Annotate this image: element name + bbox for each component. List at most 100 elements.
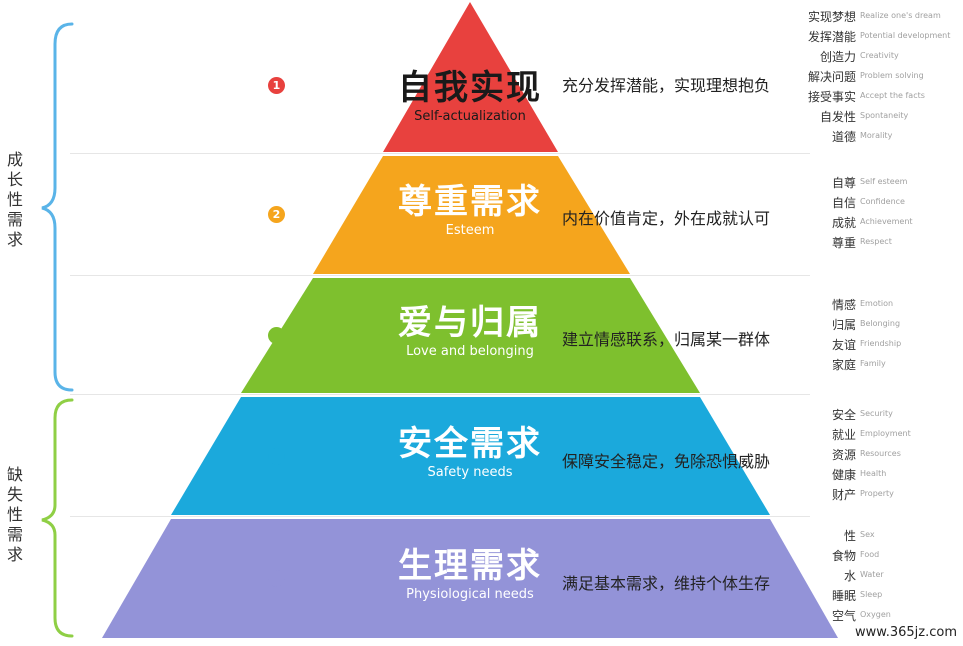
self-actualization-text: 自我实现 Self-actualization <box>340 68 600 126</box>
physiological-layer <box>102 519 838 638</box>
safety-layer <box>171 397 770 515</box>
need-item-english: Confidence <box>860 197 905 206</box>
need-item-english: Achievement <box>860 217 913 226</box>
layer-divider <box>70 516 810 517</box>
need-item-english: Potential development <box>860 31 951 40</box>
need-item: 尊重 Respect <box>800 234 960 254</box>
need-item-label: 成就 <box>831 216 856 230</box>
need-item-label: 资源 <box>831 448 856 462</box>
need-item: 空气 Oxygen <box>800 607 960 627</box>
need-item-label: 自信 <box>831 196 856 210</box>
need-item-english: Oxygen <box>860 610 891 619</box>
esteem-layer <box>313 156 630 274</box>
esteem-text: 尊重需求 Esteem <box>340 182 600 240</box>
need-item-label: 解决问题 <box>807 70 856 84</box>
need-item-label: 发挥潜能 <box>807 30 856 44</box>
growth-needs-label: 成长性需求 <box>6 150 23 249</box>
need-item: 财产 Property <box>800 486 960 506</box>
need-item-label: 睡眠 <box>831 589 856 603</box>
need-item-english: Realize one's dream <box>860 11 941 20</box>
need-item: 睡眠 Sleep <box>800 587 960 607</box>
deficiency-needs-label: 缺失性需求 <box>6 465 23 564</box>
need-item-english: Employment <box>860 429 911 438</box>
self-actualization-layer <box>383 2 558 152</box>
need-item-english: Family <box>860 359 886 368</box>
love-belonging-layer <box>241 278 700 393</box>
need-item: 友谊 Friendship <box>800 336 960 356</box>
layer-title: 安全需求 <box>398 424 542 464</box>
layer-divider <box>70 275 810 276</box>
layer-title: 爱与归属 <box>398 303 542 343</box>
layer-subtitle: Physiological needs <box>406 587 534 602</box>
need-item-label: 空气 <box>831 609 856 623</box>
safety-text: 安全需求 Safety needs <box>340 424 600 482</box>
need-item-label: 归属 <box>831 318 856 332</box>
need-item: 安全 Security <box>800 406 960 426</box>
need-item-english: Self esteem <box>860 177 908 186</box>
need-item-label: 创造力 <box>819 50 856 64</box>
layer-description: 充分发挥潜能，实现理想抱负 <box>562 76 771 95</box>
need-item-english: Accept the facts <box>860 91 925 100</box>
need-item-label: 友谊 <box>831 338 856 352</box>
need-item-english: Water <box>860 570 884 579</box>
layer-subtitle: Love and belonging <box>406 344 534 359</box>
need-item: 自尊 Self esteem <box>800 174 960 194</box>
physiological-text: 生理需求 Physiological needs <box>340 546 600 604</box>
need-item-label: 自尊 <box>831 176 856 190</box>
need-item-english: Property <box>860 489 894 498</box>
need-item: 资源 Resources <box>800 446 960 466</box>
need-item: 食物 Food <box>800 547 960 567</box>
layer-marker-dot <box>268 570 285 587</box>
watermark: www.365jz.com <box>855 625 957 640</box>
need-item-english: Spontaneity <box>860 111 909 120</box>
need-item: 创造力 Creativity <box>800 48 960 68</box>
need-item-english: Resources <box>860 449 901 458</box>
need-item-english: Problem solving <box>860 71 924 80</box>
layer-subtitle: Self-actualization <box>414 109 526 124</box>
layer-divider <box>70 394 810 395</box>
need-item-label: 安全 <box>831 408 856 422</box>
need-item-label: 健康 <box>831 468 856 482</box>
layer-description: 保障安全稳定，免除恐惧威胁 <box>562 452 771 471</box>
layer-title: 自我实现 <box>398 68 542 108</box>
layer-number-badge: 2 <box>268 206 285 223</box>
need-item-label: 食物 <box>831 549 856 563</box>
need-item: 归属 Belonging <box>800 316 960 336</box>
growth-needs-bracket <box>41 22 74 392</box>
layer-number-badge: 1 <box>268 77 285 94</box>
need-item-english: Creativity <box>860 51 899 60</box>
need-item-label: 尊重 <box>831 236 856 250</box>
need-item-label: 性 <box>843 529 856 543</box>
layer-description: 满足基本需求，维持个体生存 <box>562 574 771 593</box>
need-item-english: Friendship <box>860 339 902 348</box>
need-item-english: Morality <box>860 131 893 140</box>
layer-subtitle: Safety needs <box>427 465 513 480</box>
need-item-english: Belonging <box>860 319 901 328</box>
need-item-english: Security <box>860 409 893 418</box>
need-item-label: 家庭 <box>831 358 856 372</box>
need-item: 健康 Health <box>800 466 960 486</box>
need-item-english: Respect <box>860 237 892 246</box>
need-item-english: Food <box>860 550 880 559</box>
layer-description: 内在价值肯定，外在成就认可 <box>562 209 771 228</box>
layer-description: 建立情感联系，归属某一群体 <box>562 330 771 349</box>
need-item: 成就 Achievement <box>800 214 960 234</box>
need-item-english: Sleep <box>860 590 883 599</box>
need-item: 家庭 Family <box>800 356 960 376</box>
need-item-label: 财产 <box>831 488 856 502</box>
layer-subtitle: Esteem <box>445 223 495 238</box>
layer-marker-dot <box>268 327 285 344</box>
need-item-english: Health <box>860 469 887 478</box>
deficiency-needs-bracket <box>41 398 74 638</box>
need-item-label: 情感 <box>831 298 856 312</box>
need-item-label: 道德 <box>831 130 856 144</box>
